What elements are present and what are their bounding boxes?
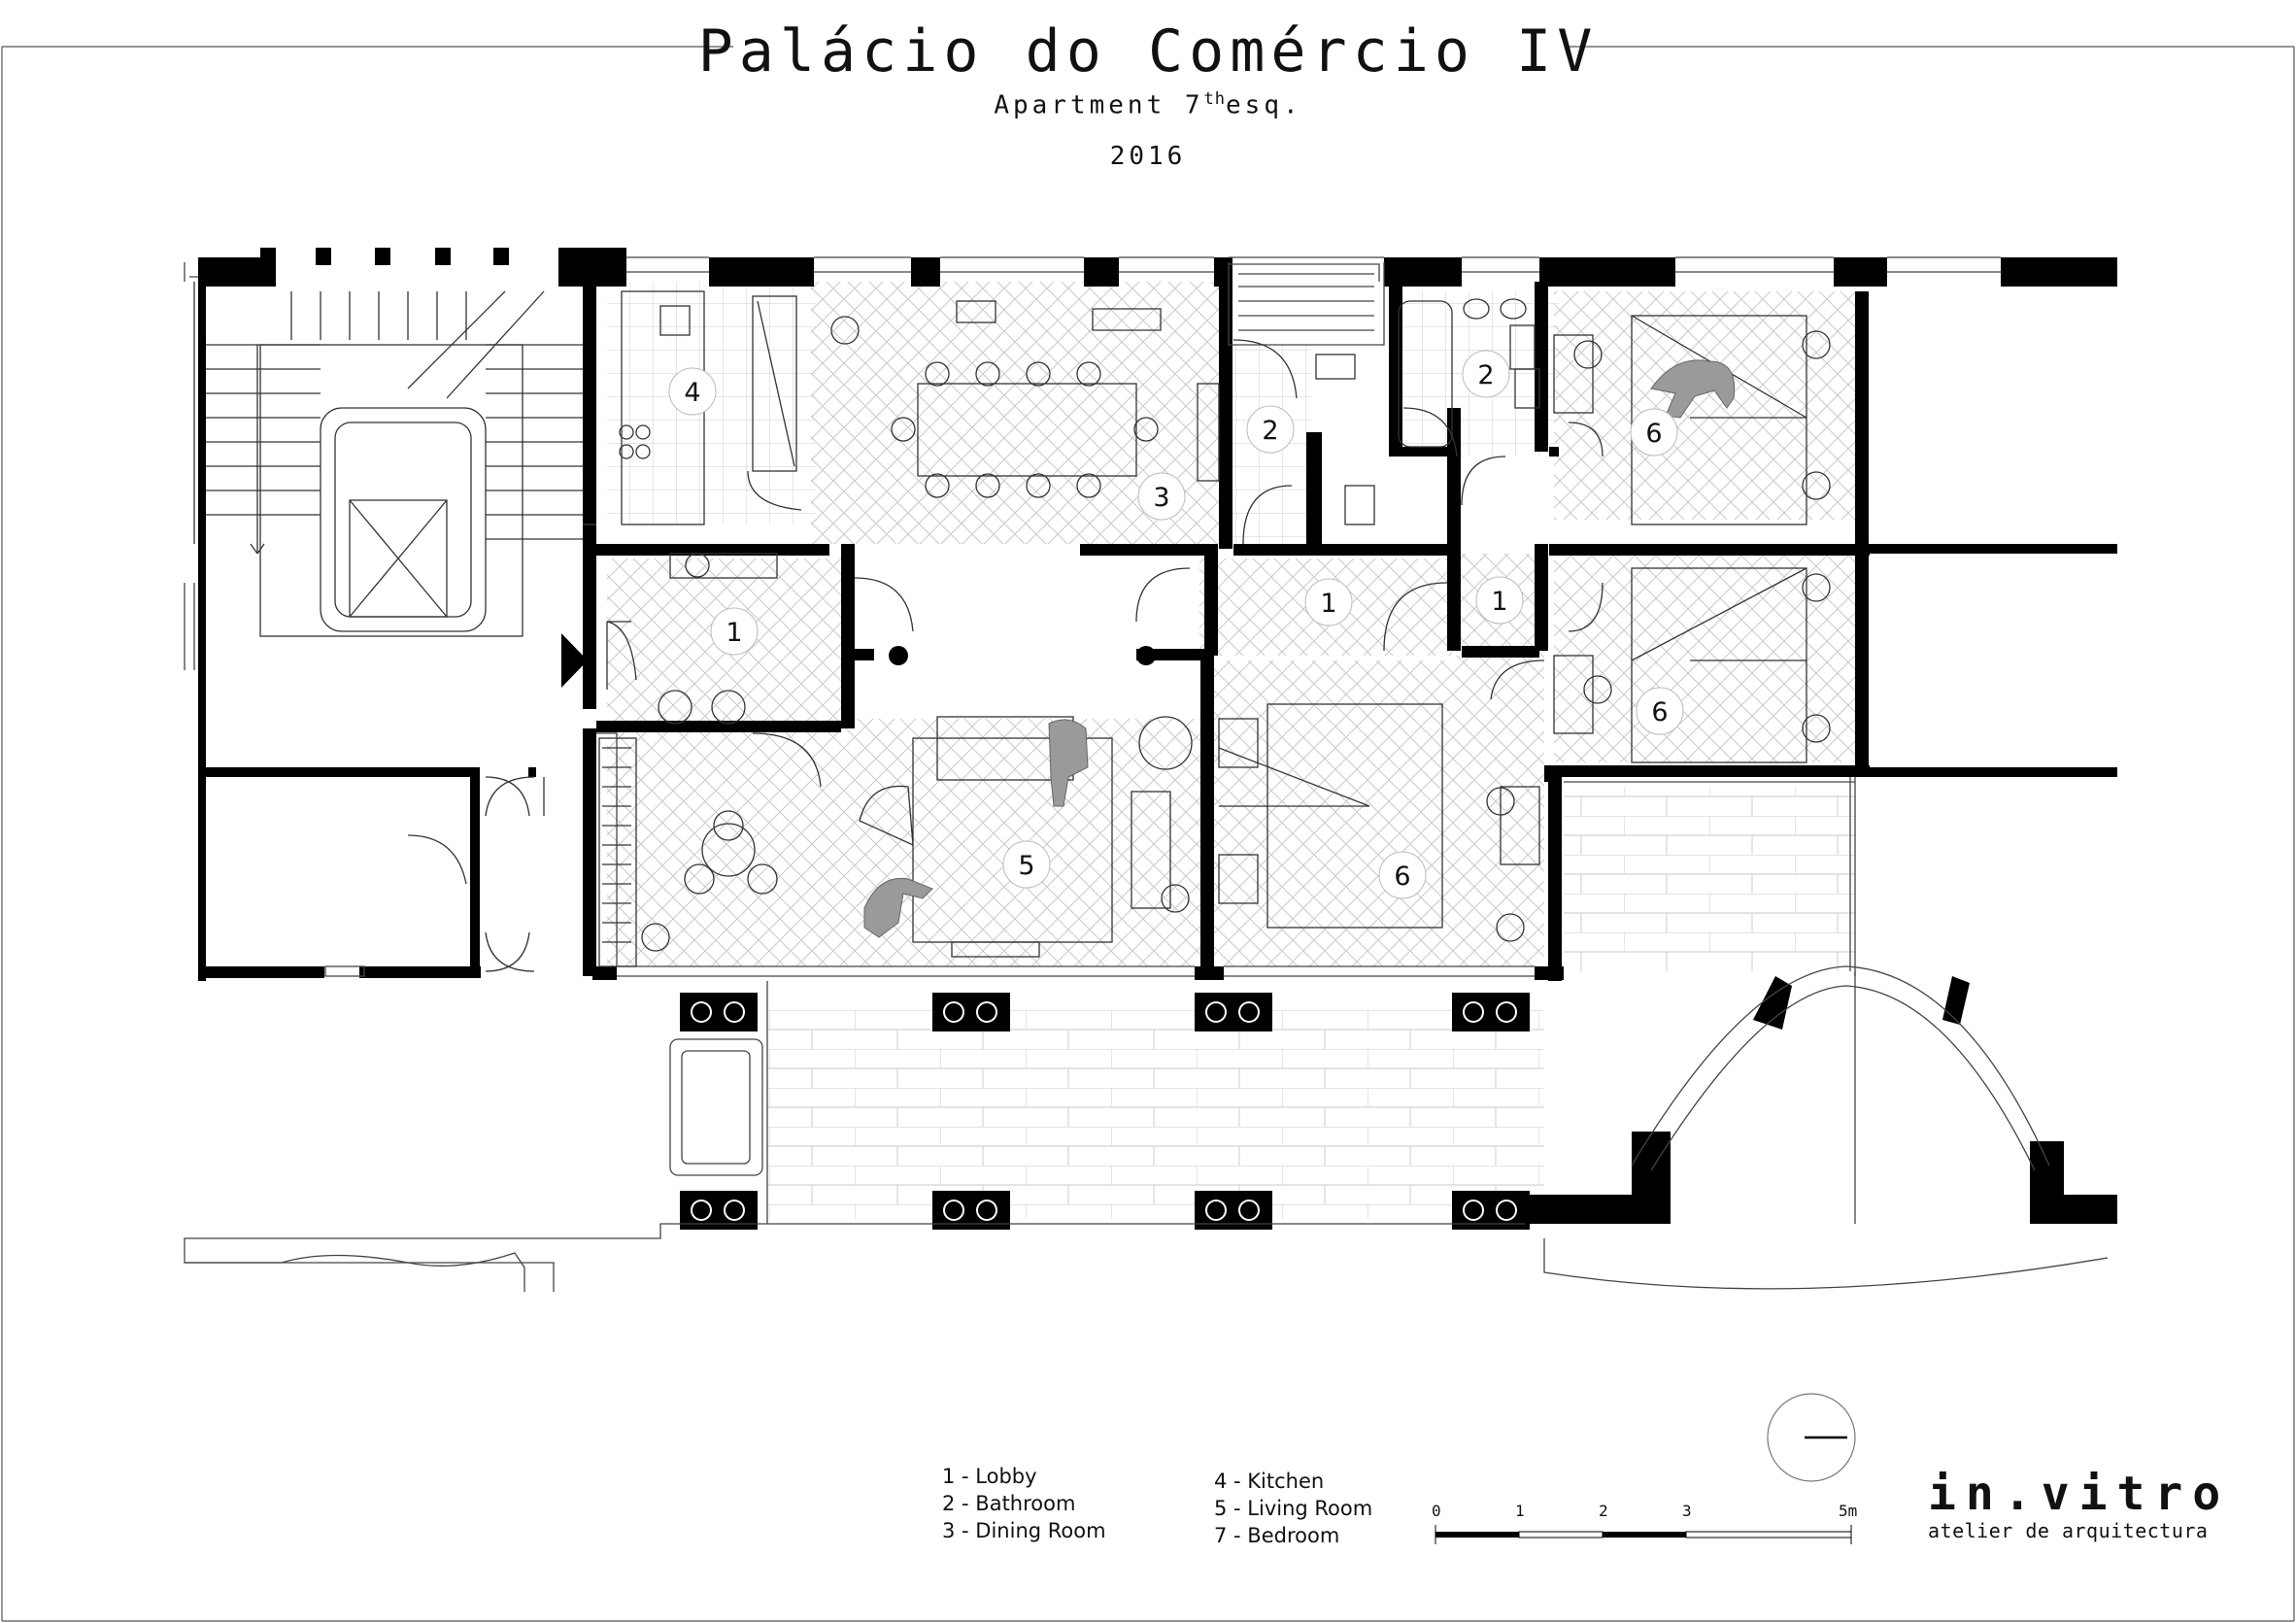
scale-bar xyxy=(1435,1525,1852,1544)
column-pair-dots xyxy=(692,1003,1515,1219)
svg-text:6: 6 xyxy=(1645,419,1662,449)
scale-label: 5m xyxy=(1839,1502,1858,1520)
svg-text:5: 5 xyxy=(1018,851,1034,881)
room-label-bedroom-mid: 6 xyxy=(1636,687,1684,735)
room-label-kitchen: 4 xyxy=(668,367,717,416)
page-year: 2016 xyxy=(1109,142,1187,171)
walls xyxy=(198,248,2117,1230)
thin-linework xyxy=(184,256,2109,1292)
room-label-bedroom-top: 6 xyxy=(1630,408,1678,456)
logo-mark: in.vitro xyxy=(1928,1467,2231,1521)
svg-text:2: 2 xyxy=(1477,360,1494,390)
furniture xyxy=(407,290,1831,972)
svg-text:4: 4 xyxy=(684,378,700,408)
legend-column-2: 4 - Kitchen 5 - Living Room 7 - Bedroom xyxy=(1214,1468,1372,1549)
legend-item: 1 - Lobby xyxy=(942,1465,1037,1488)
subtitle-end: esq. xyxy=(1226,90,1302,120)
subtitle-sup: th xyxy=(1203,89,1227,109)
page-subtitle: Apartment 7thesq. xyxy=(0,89,2296,120)
room-label-bedroom-center: 6 xyxy=(1378,851,1427,899)
room-label-bath-right: 2 xyxy=(1462,350,1510,398)
legend-item: 2 - Bathroom xyxy=(942,1492,1076,1515)
room-label-lobby-right: 1 xyxy=(1475,576,1524,625)
svg-text:3: 3 xyxy=(1153,483,1169,513)
logo-tagline: atelier de arquitectura xyxy=(1928,1519,2209,1542)
subtitle-main: Apartment 7 xyxy=(994,90,1204,120)
legend-column-1: 1 - Lobby 2 - Bathroom 3 - Dining Room xyxy=(942,1463,1106,1544)
svg-text:6: 6 xyxy=(1651,697,1668,727)
legend-item: 5 - Living Room xyxy=(1214,1497,1373,1520)
legend-item: 7 - Bedroom xyxy=(1214,1524,1340,1547)
svg-text:1: 1 xyxy=(1491,587,1507,617)
legend-item: 3 - Dining Room xyxy=(942,1519,1106,1542)
page-title: Palácio do Comércio IV xyxy=(697,17,1599,85)
scale-label: 3 xyxy=(1682,1502,1692,1520)
human-figures xyxy=(863,359,1736,938)
scale-label: 1 xyxy=(1515,1502,1525,1520)
room-label-bath-left: 2 xyxy=(1246,405,1295,454)
scale-label: 0 xyxy=(1432,1502,1441,1520)
room-label-living: 5 xyxy=(1002,840,1051,889)
dining-chairs xyxy=(891,361,1159,498)
svg-text:1: 1 xyxy=(1320,589,1336,619)
svg-text:6: 6 xyxy=(1394,862,1410,892)
room-label-lobby-mid: 1 xyxy=(1304,578,1353,626)
room-label-lobby-left: 1 xyxy=(710,607,759,656)
svg-text:1: 1 xyxy=(726,618,742,648)
north-arrow-icon xyxy=(1767,1393,1856,1482)
sheet-frame xyxy=(1,46,2295,1622)
stairwell xyxy=(193,282,583,637)
scale-label: 2 xyxy=(1599,1502,1608,1520)
studio-logo: in.vitro atelier de arquitectura xyxy=(1928,1467,2230,1542)
svg-text:2: 2 xyxy=(1262,416,1278,446)
room-label-dining: 3 xyxy=(1137,472,1186,521)
legend-item: 4 - Kitchen xyxy=(1214,1470,1325,1493)
